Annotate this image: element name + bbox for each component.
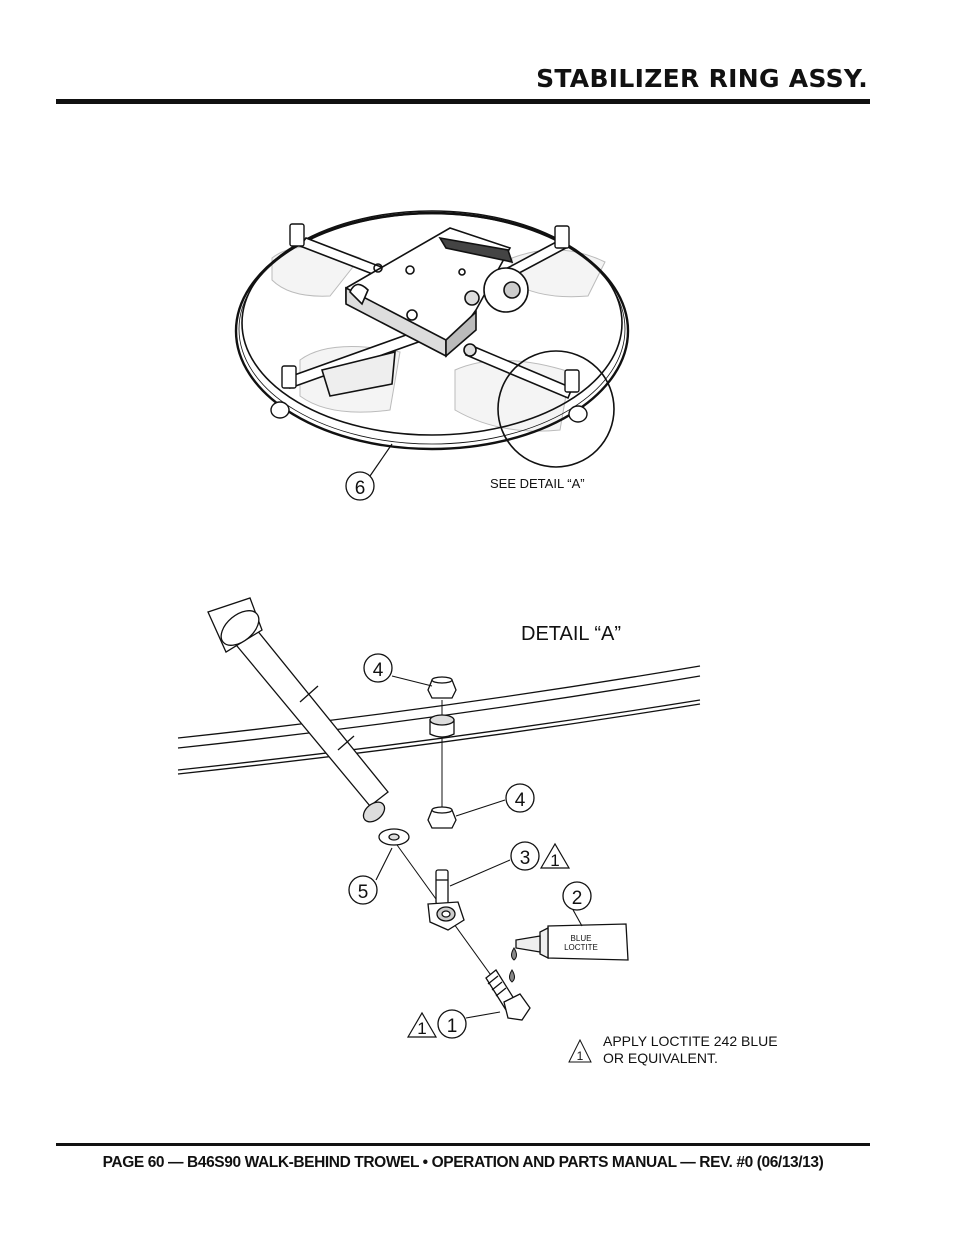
trowel-overview-illustration (234, 210, 630, 477)
bolt-shape (485, 969, 531, 1021)
washer-shape (378, 828, 410, 846)
svg-text:1: 1 (577, 1049, 584, 1063)
loctite-tube (515, 923, 629, 961)
note-line-1: APPLY LOCTITE 242 BLUE (603, 1033, 778, 1049)
svg-text:4: 4 (373, 660, 384, 681)
nut-top-shape (427, 676, 457, 699)
callout-bolt: 1 (437, 1009, 467, 1039)
callout-nut-top: 4 (363, 653, 393, 683)
ring-nuts (270, 223, 588, 423)
tube-label-blue: BLUE (571, 934, 592, 943)
leader-callout-6 (369, 443, 393, 477)
callout-rod-end: 3 (510, 841, 540, 871)
bushing-shape (429, 714, 455, 738)
warning-triangle-rod-end: 1 (539, 842, 571, 870)
callout-washer: 5 (348, 875, 378, 905)
rod-end-shape (427, 869, 465, 931)
svg-text:6: 6 (355, 478, 366, 499)
tube-label-loctite: LOCTITE (564, 943, 598, 952)
nut-lower-shape (427, 806, 457, 829)
stabilizer-ring (234, 210, 630, 451)
callout-ring: 6 (345, 471, 375, 501)
detail-leaders (375, 675, 583, 1019)
svg-text:2: 2 (572, 888, 583, 909)
detail-title: DETAIL “A” (521, 623, 621, 645)
note-line-2: OR EQUIVALENT. (603, 1050, 718, 1066)
gearbox-housing (345, 227, 529, 358)
page-title: STABILIZER RING ASSY. (536, 64, 868, 93)
warning-triangle-bolt: 1 (406, 1011, 438, 1038)
footer-rule (56, 1143, 870, 1146)
loctite-drops (509, 947, 517, 983)
callout-nut-lower: 4 (505, 783, 535, 813)
callout-loctite: 2 (562, 881, 592, 911)
header-rule (56, 99, 870, 104)
see-detail-note: SEE DETAIL “A” (490, 476, 585, 491)
svg-text:1: 1 (550, 851, 559, 870)
arm-tube (207, 597, 389, 823)
svg-text:3: 3 (520, 848, 531, 869)
svg-text:4: 4 (515, 790, 526, 811)
detail-a-circle (497, 350, 615, 468)
svg-text:5: 5 (358, 882, 369, 903)
svg-text:1: 1 (417, 1019, 426, 1038)
detail-a-illustration (177, 597, 701, 1021)
svg-text:1: 1 (447, 1016, 458, 1037)
page-footer: PAGE 60 — B46S90 WALK-BEHIND TROWEL • OP… (102, 1154, 824, 1171)
note-warning-triangle: 1 (568, 1038, 592, 1063)
